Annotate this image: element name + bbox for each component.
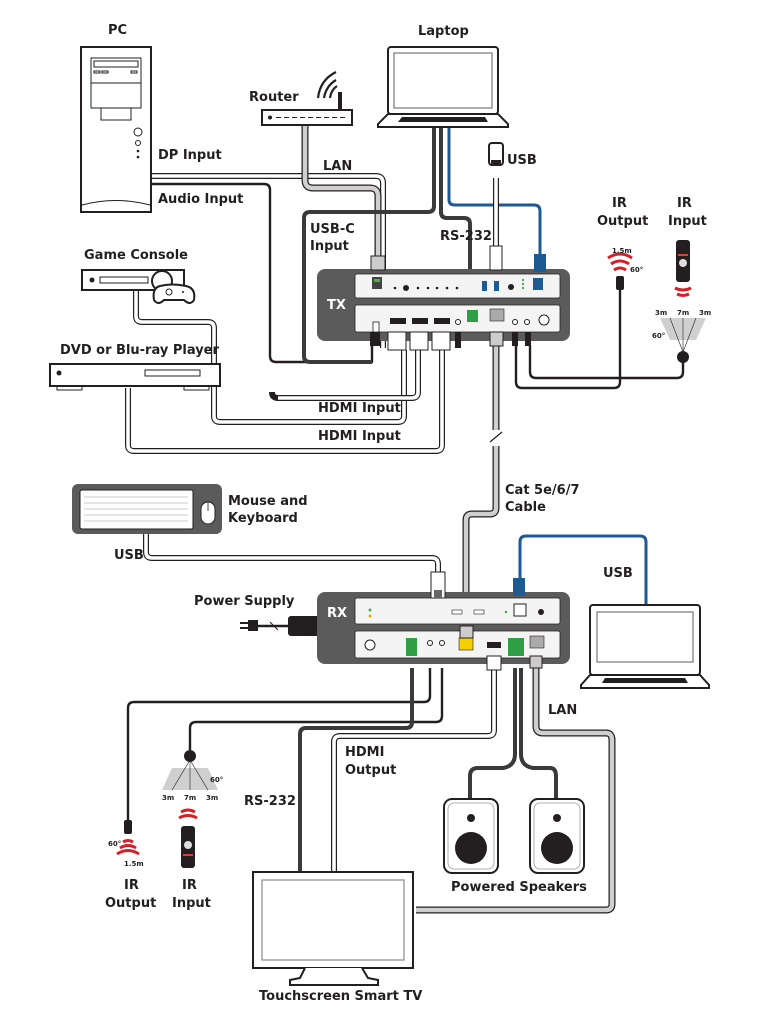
svg-text:7m: 7m bbox=[184, 794, 196, 802]
smart-tv-label: Touchscreen Smart TV bbox=[259, 989, 422, 1004]
laptop-top-label: Laptop bbox=[418, 24, 469, 39]
dvd-player-icon bbox=[49, 363, 221, 387]
mouse-keyboard-label-2: Keyboard bbox=[228, 511, 298, 526]
ir-output-bottom-label: IR bbox=[124, 878, 139, 893]
remote-top-icon bbox=[674, 240, 692, 297]
gamepad-icon bbox=[152, 283, 196, 304]
ir-input-bottom-label-2: Input bbox=[172, 896, 211, 911]
ir-bottom: 3m 7m 3m 60° 60° 1.5m IR Output IR Input bbox=[105, 750, 223, 911]
pc: PC DP Input Audio Input bbox=[80, 23, 243, 213]
rx-label: RX bbox=[327, 606, 347, 621]
pc-tower-icon bbox=[80, 46, 152, 213]
router-label: Router bbox=[249, 90, 299, 105]
cables bbox=[125, 125, 685, 914]
tx-front-panel bbox=[354, 273, 561, 299]
usb-rx-label: USB bbox=[603, 566, 633, 581]
audio-input-label: Audio Input bbox=[158, 192, 243, 207]
rs232-cable-bottom bbox=[298, 668, 414, 872]
game-console: Game Console bbox=[81, 248, 196, 304]
svg-text:3m: 3m bbox=[206, 794, 218, 802]
usbc-label-2: Input bbox=[310, 239, 349, 254]
ir-emitter-bottom-icon: 60° 1.5m bbox=[108, 820, 144, 868]
cat-cable bbox=[462, 345, 500, 628]
svg-text:3m: 3m bbox=[655, 309, 667, 317]
rx-rs232-terminal bbox=[406, 638, 417, 656]
hdmi-output-label: HDMI bbox=[345, 745, 384, 760]
tx-unit: TX bbox=[317, 245, 570, 351]
svg-text:60°: 60° bbox=[630, 266, 643, 274]
tx-rs232-terminal bbox=[467, 310, 478, 322]
laptop-top: Laptop USB USB-C Input RS-232 bbox=[310, 24, 537, 254]
ir-emitter-top-icon: 1.5m 60° bbox=[607, 247, 643, 290]
usb-keyboard-label: USB bbox=[114, 548, 144, 563]
ir-receiver-top-icon: 3m 7m 3m 60° bbox=[652, 309, 711, 363]
powered-speakers: Powered Speakers bbox=[443, 798, 587, 895]
rs232-cable-top bbox=[439, 127, 472, 304]
svg-text:60°: 60° bbox=[108, 840, 121, 848]
ir-output-top-label-2: Output bbox=[597, 214, 648, 229]
ir-output-bottom-label-2: Output bbox=[105, 896, 156, 911]
usb-cable-keyboard bbox=[143, 530, 441, 572]
ir-output-top-label: IR bbox=[612, 196, 627, 211]
router: Router LAN bbox=[249, 71, 353, 174]
ir-input-bottom-label: IR bbox=[182, 878, 197, 893]
hdmi-input-2-label: HDMI Input bbox=[318, 429, 401, 444]
svg-text:60°: 60° bbox=[210, 776, 223, 784]
ir-receiver-bottom-icon: 3m 7m 3m 60° bbox=[162, 750, 223, 802]
hdmi-output-label-2: Output bbox=[345, 763, 396, 778]
rx-rear-panel bbox=[354, 630, 561, 659]
rx-audio-terminal bbox=[508, 638, 524, 656]
powered-speakers-label: Powered Speakers bbox=[451, 880, 587, 895]
plug-icon bbox=[248, 620, 258, 631]
svg-text:7m: 7m bbox=[677, 309, 689, 317]
ir-input-top-label: IR bbox=[677, 196, 692, 211]
ir-cable-top bbox=[514, 290, 622, 390]
wifi-icon bbox=[316, 71, 338, 99]
audio-cable bbox=[150, 182, 374, 364]
rx-unit: RX bbox=[317, 571, 570, 671]
smart-tv: Touchscreen Smart TV bbox=[252, 871, 422, 1004]
usb-top-label: USB bbox=[507, 153, 537, 168]
tx-label: TX bbox=[327, 298, 346, 313]
lan-top-label: LAN bbox=[323, 159, 352, 174]
svg-text:60°: 60° bbox=[652, 332, 665, 340]
dp-input-label: DP Input bbox=[158, 148, 222, 163]
lan-bottom-label: LAN bbox=[548, 703, 577, 718]
svg-text:3m: 3m bbox=[699, 309, 711, 317]
speaker-left-icon bbox=[443, 798, 499, 874]
hdmi-input-1-label: HDMI Input bbox=[318, 401, 401, 416]
ir-cable-bottom bbox=[126, 668, 432, 820]
rs232-bottom-label: RS-232 bbox=[244, 794, 296, 809]
dvd-player-label: DVD or Blu-ray Player bbox=[60, 343, 219, 358]
rs232-top-label: RS-232 bbox=[440, 229, 492, 244]
cat-cable-label: Cat 5e/6/7 bbox=[505, 483, 580, 498]
usbc-cable bbox=[302, 127, 436, 364]
game-console-label: Game Console bbox=[84, 248, 188, 263]
power-supply-label: Power Supply bbox=[194, 594, 295, 609]
dvd-player: DVD or Blu-ray Player HDMI Input HDMI In… bbox=[49, 343, 401, 444]
tx-rear-panel bbox=[354, 304, 561, 333]
keyboard-icon bbox=[79, 489, 194, 530]
laptop-bottom: LAN bbox=[548, 604, 710, 718]
mouse-keyboard: Mouse and Keyboard USB bbox=[72, 484, 308, 563]
cat-cable-label-2: Cable bbox=[505, 500, 546, 515]
svg-text:1.5m: 1.5m bbox=[612, 247, 632, 255]
usb-cable-rx bbox=[518, 534, 648, 604]
remote-bottom-icon bbox=[178, 808, 198, 868]
mouse-keyboard-label: Mouse and bbox=[228, 494, 308, 509]
pc-label: PC bbox=[108, 23, 127, 38]
ir-input-top-label-2: Input bbox=[668, 214, 707, 229]
svg-text:1.5m: 1.5m bbox=[124, 860, 144, 868]
svg-text:3m: 3m bbox=[162, 794, 174, 802]
speaker-cable bbox=[468, 668, 558, 800]
ir-top: IR Output IR Input 1.5m 60° 3m bbox=[597, 196, 711, 363]
usbc-label-1: USB-C bbox=[310, 222, 355, 237]
router-icon bbox=[261, 109, 353, 126]
speaker-right-icon bbox=[529, 798, 585, 874]
